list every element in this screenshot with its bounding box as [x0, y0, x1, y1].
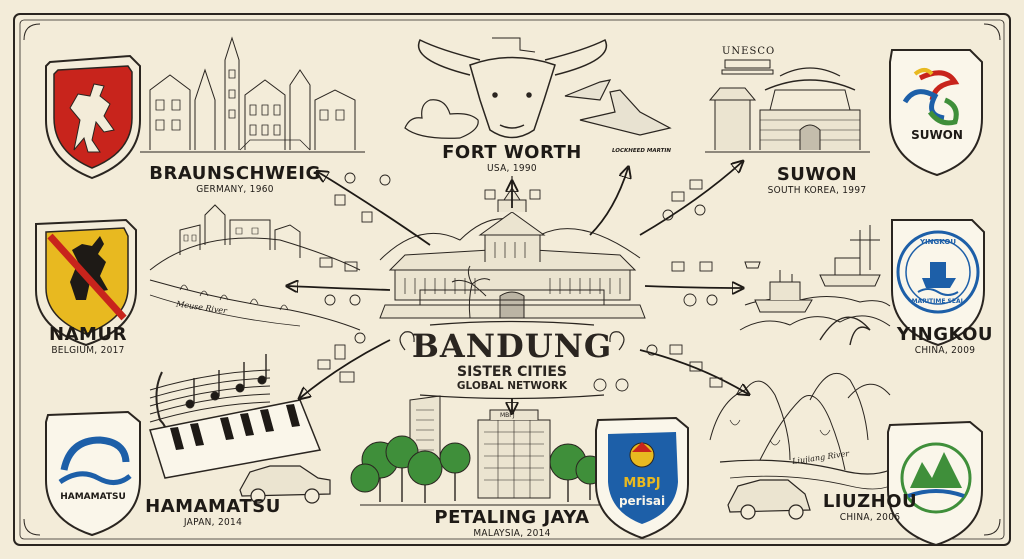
- suwon-fortress-sketch: [705, 67, 870, 153]
- city-detail: SOUTH KOREA, 1997: [767, 185, 867, 196]
- gedung-sate-building: [379, 176, 646, 319]
- namur-crest: [35, 218, 137, 347]
- braunschweig-crest: [45, 54, 141, 180]
- cowboy-hat-sketch: [404, 99, 479, 139]
- braunschweig-town-sketch: [140, 36, 365, 153]
- city-name: HAMAMATSU: [145, 496, 281, 517]
- city-detail: JAPAN, 2014: [183, 517, 243, 528]
- center-title-block: BANDUNG SISTER CITIES GLOBAL NETWORK: [387, 328, 637, 393]
- liuzhou-mountains-sketch: [709, 372, 891, 490]
- unesco-emblem: [721, 59, 774, 75]
- arrow-to-suwon: [639, 162, 742, 236]
- corner-flourishes: [23, 23, 1001, 536]
- yingkou-emblem-top-label: YINGKOU: [919, 238, 957, 246]
- center-subtitle: SISTER CITIES: [456, 364, 568, 380]
- city-name: YINGKOU: [896, 324, 994, 345]
- palm-tree: [451, 265, 491, 319]
- car-sketch-liuzhou: [727, 479, 811, 520]
- city-liuzhou: LIUZHOU CHINA, 2006: [810, 492, 930, 524]
- mbpj-badge: [595, 416, 689, 540]
- suwon-emblem-shield: [889, 49, 983, 177]
- suwon-emblem-label: SUWON: [911, 128, 963, 142]
- arrow-to-liuzhou: [639, 349, 748, 394]
- city-yingkou: YINGKOU CHINA, 2009: [880, 325, 1010, 357]
- outer-border: [13, 13, 1011, 546]
- longhorn-sketch: [417, 37, 608, 139]
- namur-castle-sketch: [149, 204, 361, 331]
- liuzhou-emblem-shield: [887, 420, 983, 547]
- hamamatsu-emblem-shield: [45, 410, 141, 537]
- arrow-to-fort-worth-2: [589, 168, 628, 236]
- city-detail: BELGIUM, 2017: [51, 345, 125, 356]
- city-detail: MALAYSIA, 2014: [473, 528, 551, 539]
- lockheed-label: LOCKHEED MARTIN: [612, 148, 671, 154]
- hamamatsu-emblem-label: HAMAMATSU: [60, 492, 126, 502]
- mbpj-building-label: MBPJ: [500, 412, 515, 419]
- arrow-icon-doodles: [317, 172, 723, 392]
- city-detail: USA, 1990: [487, 163, 537, 174]
- city-name: SUWON: [776, 164, 858, 185]
- fighter-jet-sketch: [564, 79, 672, 136]
- perisai-label: perisai: [618, 494, 666, 508]
- yingkou-emblem-bottom-label: MARITIME SEAL: [911, 298, 965, 305]
- arrow-to-braunschweig: [318, 172, 431, 246]
- city-braunschweig: BRAUNSCHWEIG GERMANY, 1960: [140, 164, 330, 196]
- city-suwon: SUWON SOUTH KOREA, 1997: [742, 165, 892, 197]
- car-sketch-hamamatsu: [239, 465, 331, 504]
- city-petaling-jaya: PETALING JAYA MALAYSIA, 2014: [424, 508, 600, 540]
- yingkou-emblem-shield: [891, 219, 985, 347]
- arrow-to-yingkou: [644, 286, 742, 288]
- arrow-to-namur: [288, 286, 391, 290]
- petaling-jaya-trees: [350, 435, 605, 506]
- city-fort-worth: FORT WORTH USA, 1990: [432, 143, 592, 175]
- yingkou-harbor-sketch: [739, 225, 891, 346]
- city-name: FORT WORTH: [442, 142, 582, 163]
- city-name: NAMUR: [49, 324, 127, 345]
- city-namur: NAMUR BELGIUM, 2017: [28, 325, 148, 357]
- center-title: BANDUNG: [411, 327, 613, 365]
- unesco-label: UNESCO: [722, 46, 776, 57]
- piano-keyboard-sketch: [149, 399, 322, 479]
- city-name: BRAUNSCHWEIG: [149, 163, 321, 184]
- connection-arrows: [288, 162, 748, 412]
- city-hamamatsu: HAMAMATSU JAPAN, 2014: [138, 497, 288, 529]
- city-detail: CHINA, 2009: [914, 345, 976, 356]
- city-detail: CHINA, 2006: [839, 512, 901, 523]
- center-tagline: GLOBAL NETWORK: [456, 380, 568, 392]
- city-name: LIUZHOU: [822, 491, 918, 512]
- mbpj-badge-label: MBPJ: [623, 476, 661, 491]
- city-detail: GERMANY, 1960: [196, 184, 274, 195]
- arrow-to-hamamatsu: [300, 339, 391, 398]
- city-name: PETALING JAYA: [434, 507, 590, 528]
